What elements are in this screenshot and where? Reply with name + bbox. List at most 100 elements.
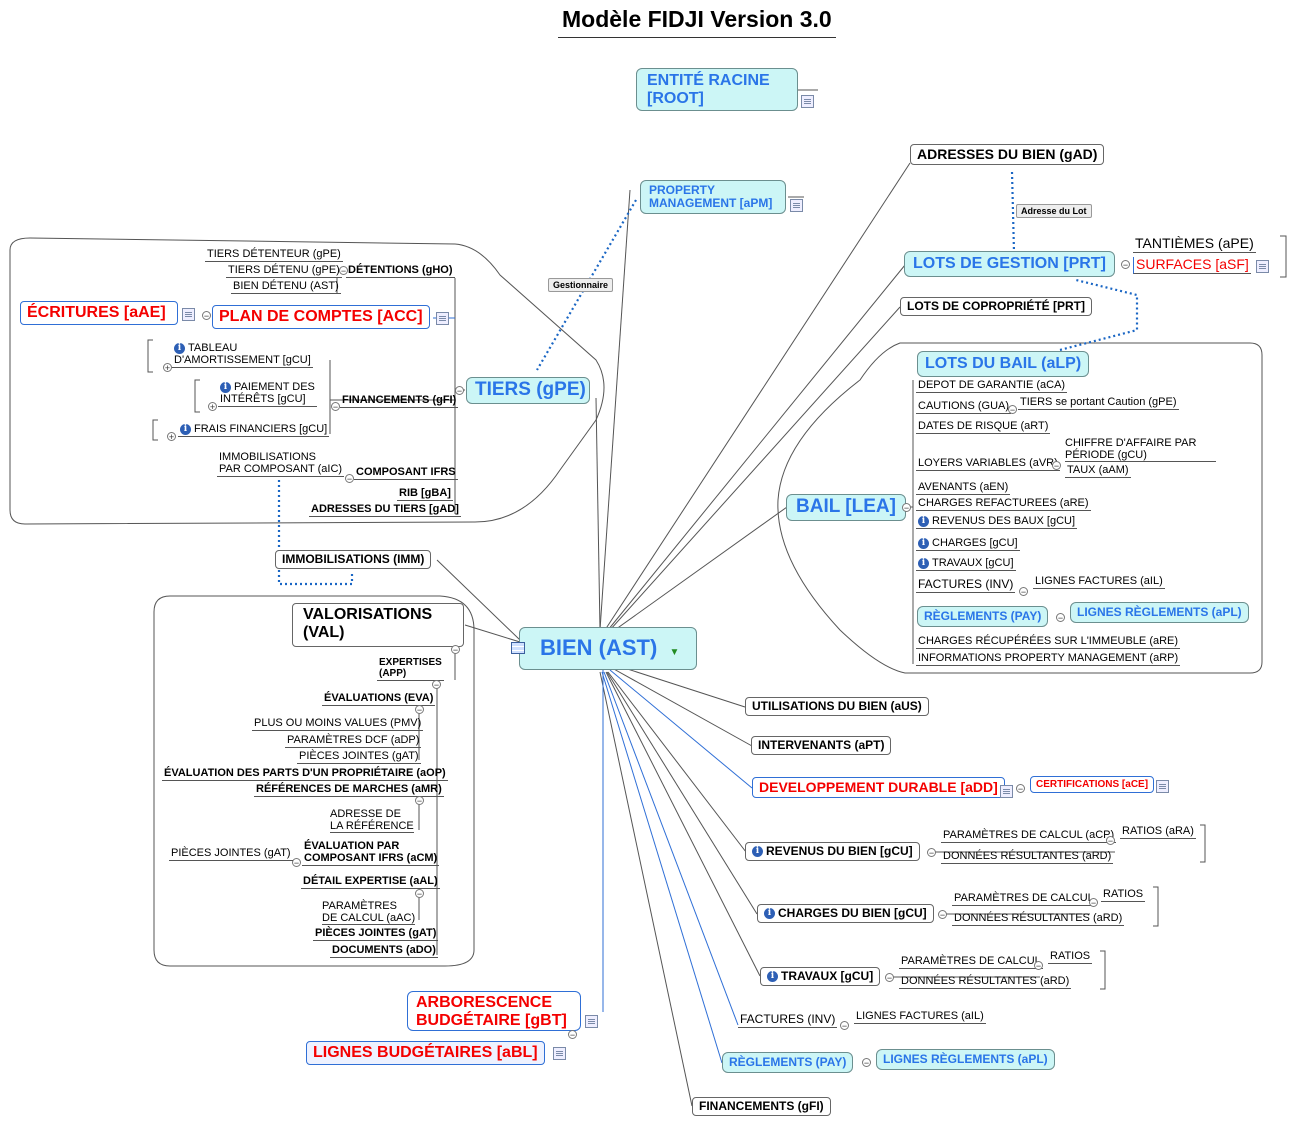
collapse-toggle-icon[interactable]: − (1008, 405, 1017, 415)
collapse-toggle-icon[interactable]: − (1019, 587, 1028, 597)
note-icon[interactable] (1000, 785, 1013, 798)
note-icon[interactable] (585, 1015, 598, 1028)
node-dates-risque[interactable]: DATES DE RISQUE (aRT) (916, 420, 1051, 435)
node-taux[interactable]: TAUX (aAM) (1065, 464, 1131, 479)
collapse-toggle-icon[interactable]: − (415, 796, 424, 806)
collapse-toggle-icon[interactable]: + (163, 363, 172, 373)
node-lots-gestion[interactable]: LOTS DE GESTION [PRT] (904, 251, 1115, 277)
node-reglements[interactable]: RÈGLEMENTS (PAY) (722, 1052, 854, 1074)
collapse-toggle-icon[interactable]: + (208, 402, 217, 412)
node-tiers-detenu[interactable]: TIERS DÉTENU (gPE) (226, 264, 342, 279)
node-root[interactable]: ENTITÉ RACINE [ROOT] (636, 68, 798, 111)
node-immob-composant[interactable]: IMMOBILISATIONS PAR COMPOSANT (aIC) (217, 451, 345, 478)
node-adresses-tiers[interactable]: ADRESSES DU TIERS [gAD] (309, 503, 461, 518)
node-developpement-durable[interactable]: DEVELOPPEMENT DURABLE [aDD] (752, 777, 1005, 799)
collapse-toggle-icon[interactable]: − (292, 858, 301, 868)
node-factures-bail[interactable]: FACTURES (INV) (916, 577, 1016, 594)
collapse-toggle-icon[interactable]: − (840, 1021, 849, 1031)
node-avenants[interactable]: AVENANTS (aEN) (916, 481, 1011, 496)
collapse-toggle-icon[interactable]: − (1034, 961, 1043, 971)
node-bien-detenu[interactable]: BIEN DÉTENU (AST) (231, 280, 341, 295)
node-rb-ratios[interactable]: RATIOS (aRA) (1120, 825, 1196, 840)
node-lignes-factures-bail[interactable]: LIGNES FACTURES (aIL) (1033, 575, 1165, 590)
node-infos-pm[interactable]: INFORMATIONS PROPERTY MANAGEMENT (aRP) (916, 652, 1181, 667)
node-lignes-reglements-bail[interactable]: LIGNES RÈGLEMENTS (aPL) (1070, 602, 1249, 624)
node-factures[interactable]: FACTURES (INV) (738, 1012, 838, 1029)
node-detail-expertise[interactable]: DÉTAIL EXPERTISE (aAL) (301, 875, 440, 890)
node-adresses-bien[interactable]: ADRESSES DU BIEN (gAD) (910, 144, 1105, 166)
collapse-toggle-icon[interactable]: − (415, 889, 424, 899)
node-charges-recuperees[interactable]: CHARGES RÉCUPÉRÉES SUR L'IMMEUBLE (aRE) (916, 635, 1181, 650)
node-property-management[interactable]: PROPERTY MANAGEMENT [aPM] (640, 180, 786, 214)
collapse-toggle-icon[interactable]: − (432, 680, 441, 690)
note-icon[interactable] (790, 199, 803, 212)
node-loyers-variables[interactable]: LOYERS VARIABLES (aVR) (916, 457, 1060, 472)
node-adresse-reference[interactable]: ADRESSE DE LA RÉFÉRENCE (330, 808, 414, 834)
node-charges-refacturees[interactable]: CHARGES REFACTUREES (aRE) (916, 497, 1091, 512)
node-utilisations[interactable]: UTILISATIONS DU BIEN (aUS) (745, 697, 929, 717)
collapse-toggle-icon[interactable]: − (938, 910, 947, 920)
node-tr-ratios[interactable]: RATIOS (1048, 950, 1093, 965)
collapse-toggle-icon[interactable]: − (339, 266, 348, 276)
node-detentions[interactable]: DÉTENTIONS (gHO) (346, 264, 455, 279)
node-param-calcul-expertise[interactable]: PARAMÈTRES DE CALCUL (aAC) (322, 900, 416, 926)
node-lignes-budgetaires[interactable]: LIGNES BUDGÉTAIRES [aBL] (306, 1041, 545, 1065)
node-reglements-bail[interactable]: RÈGLEMENTS (PAY) (917, 606, 1049, 628)
collapse-toggle-icon[interactable]: − (455, 386, 464, 396)
node-composant-ifrs[interactable]: COMPOSANT IFRS (354, 466, 458, 481)
collapse-toggle-icon[interactable]: − (927, 848, 936, 858)
node-bail[interactable]: BAIL [LEA] (786, 494, 906, 521)
node-center[interactable]: BIEN (AST) ▼ (519, 627, 697, 670)
node-param-dcf[interactable]: PARAMÈTRES DCF (aDP) (285, 734, 422, 749)
node-tantiemes[interactable]: TANTIÈMES (aPE) (1133, 235, 1256, 254)
node-intervenants[interactable]: INTERVENANTS (aPT) (751, 736, 892, 756)
node-cautions[interactable]: CAUTIONS (GUA) (916, 400, 1012, 415)
node-tiers-caution[interactable]: TIERS se portant Caution (gPE) (1018, 396, 1179, 411)
node-rb-param[interactable]: PARAMÈTRES DE CALCUL (aCP) (941, 829, 1117, 844)
node-lignes-reglements[interactable]: LIGNES RÈGLEMENTS (aPL) (876, 1049, 1055, 1071)
collapse-toggle-icon[interactable]: − (1121, 260, 1130, 270)
collapse-toggle-icon[interactable]: − (902, 503, 911, 513)
node-cb-donnees[interactable]: DONNÉES RÉSULTANTES (aRD) (952, 912, 1125, 927)
node-valorisations[interactable]: VALORISATIONS (VAL) (292, 603, 464, 647)
node-surfaces[interactable]: SURFACES [aSF] (1133, 256, 1251, 275)
node-certifications[interactable]: CERTIFICATIONS [aCE] (1030, 776, 1155, 793)
note-icon[interactable] (436, 312, 449, 325)
collapse-toggle-icon[interactable]: − (451, 645, 460, 655)
node-tiers-detenteur[interactable]: TIERS DÉTENTEUR (gPE) (205, 248, 343, 263)
node-rib[interactable]: RIB [gBA] (397, 487, 453, 502)
collapse-toggle-icon[interactable]: − (1016, 784, 1025, 794)
node-eval-composant[interactable]: ÉVALUATION PAR COMPOSANT IFRS (aCM) (302, 840, 440, 867)
node-immobilisations[interactable]: IMMOBILISATIONS (IMM) (275, 550, 432, 570)
collapse-toggle-icon[interactable]: − (885, 973, 894, 983)
node-pieces-jointes[interactable]: PIÈCES JOINTES (gAT) (297, 750, 421, 765)
note-icon[interactable] (182, 308, 195, 321)
collapse-toggle-icon[interactable]: − (1056, 613, 1065, 623)
dropdown-arrow-icon[interactable]: ▼ (669, 647, 680, 658)
collapse-toggle-icon[interactable]: − (862, 1058, 871, 1068)
node-pieces-jointes-2[interactable]: PIÈCES JOINTES (gAT) (313, 927, 439, 942)
note-icon[interactable] (1156, 780, 1169, 793)
note-icon[interactable] (801, 95, 814, 108)
node-depot-garantie[interactable]: DEPOT DE GARANTIE (aCA) (916, 379, 1068, 394)
node-ecritures[interactable]: ÉCRITURES [aAE] (20, 301, 178, 325)
node-cb-ratios[interactable]: RATIOS (1101, 888, 1146, 903)
node-tr-param[interactable]: PARAMÈTRES DE CALCUL (899, 955, 1043, 970)
node-references-marches[interactable]: RÉFÉRENCES DE MARCHES (aMR) (254, 783, 444, 798)
collapse-toggle-icon[interactable]: − (331, 402, 340, 412)
node-plan-comptes[interactable]: PLAN DE COMPTES [ACC] (212, 305, 430, 329)
node-lots-du-bail[interactable]: LOTS DU BAIL (aLP) (917, 351, 1090, 377)
table-icon[interactable] (511, 642, 525, 654)
collapse-toggle-icon[interactable]: − (568, 1030, 577, 1040)
node-documents[interactable]: DOCUMENTS (aDO) (330, 944, 438, 959)
collapse-toggle-icon[interactable]: − (1052, 461, 1061, 471)
node-evaluations[interactable]: ÉVALUATIONS (EVA) (322, 692, 436, 707)
collapse-toggle-icon[interactable]: − (415, 705, 424, 715)
collapse-toggle-icon[interactable]: − (1089, 898, 1098, 908)
